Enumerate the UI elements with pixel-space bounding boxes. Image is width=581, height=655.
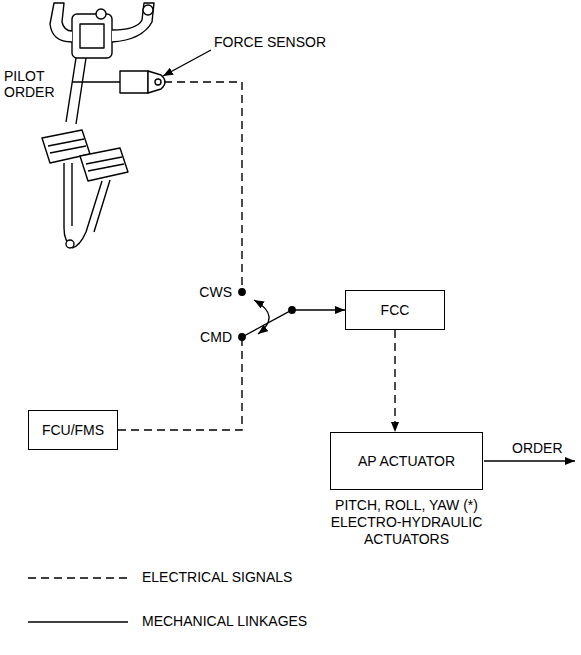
pedal-tread <box>86 157 124 171</box>
pedal-arm <box>72 180 110 248</box>
callout-label: FORCE SENSOR <box>214 34 344 50</box>
electrical-signal <box>164 82 242 290</box>
label-text: FORCE SENSOR <box>214 34 326 50</box>
label-text: ORDER <box>512 440 563 456</box>
box-label: FCC <box>381 302 410 318</box>
pedal-pivot <box>66 240 74 248</box>
label-text: PILOT ORDER <box>4 68 55 100</box>
legend-entry: MECHANICAL LINKAGES <box>142 613 307 629</box>
label-text: CWS <box>199 284 232 300</box>
process-box: FCU/FMS <box>28 410 118 450</box>
leader-line <box>163 50 211 76</box>
legend-sample <box>28 621 128 622</box>
yoke-button <box>143 5 153 15</box>
legend-text: ELECTRICAL SIGNALS <box>142 569 292 585</box>
callout-label: CMD <box>180 329 232 345</box>
callout-label: PILOT ORDER <box>4 68 62 100</box>
signal-connector <box>395 330 396 432</box>
yoke-button <box>96 9 106 19</box>
mechanical-linkage <box>72 81 120 82</box>
pedal-arm <box>64 163 72 246</box>
yoke-hub <box>72 14 112 58</box>
legend-sample <box>28 577 128 578</box>
yoke-panel <box>80 24 104 48</box>
box-label: AP ACTUATOR <box>358 453 455 469</box>
switch-lever <box>242 310 345 337</box>
signal-connector <box>118 310 345 430</box>
box-caption: PITCH, ROLL, YAW (*) ELECTRO-HYDRAULIC A… <box>312 497 502 547</box>
yoke-right-horn <box>112 3 154 42</box>
label-text: CMD <box>200 329 232 345</box>
process-box: FCC <box>345 290 445 330</box>
force-sensor-tip <box>148 71 165 93</box>
box-label: FCU/FMS <box>42 422 104 438</box>
legend-entry: ELECTRICAL SIGNALS <box>142 569 292 585</box>
electrical-signal <box>394 330 395 432</box>
cws-contact <box>239 289 245 295</box>
process-box: AP ACTUATORPITCH, ROLL, YAW (*) ELECTRO-… <box>330 432 483 490</box>
legend-text: MECHANICAL LINKAGES <box>142 613 307 629</box>
callout-label: CWS <box>180 284 232 300</box>
yoke-left-horn <box>50 3 72 42</box>
rudder-pedal <box>80 148 128 181</box>
order-arrow <box>484 460 575 461</box>
force-sensor-body <box>120 71 148 93</box>
pedal-tread <box>48 139 86 153</box>
electrical-signal <box>118 337 242 430</box>
control-column <box>66 58 86 124</box>
force-sensor-eye <box>155 79 161 85</box>
callout-label: ORDER <box>512 440 576 456</box>
